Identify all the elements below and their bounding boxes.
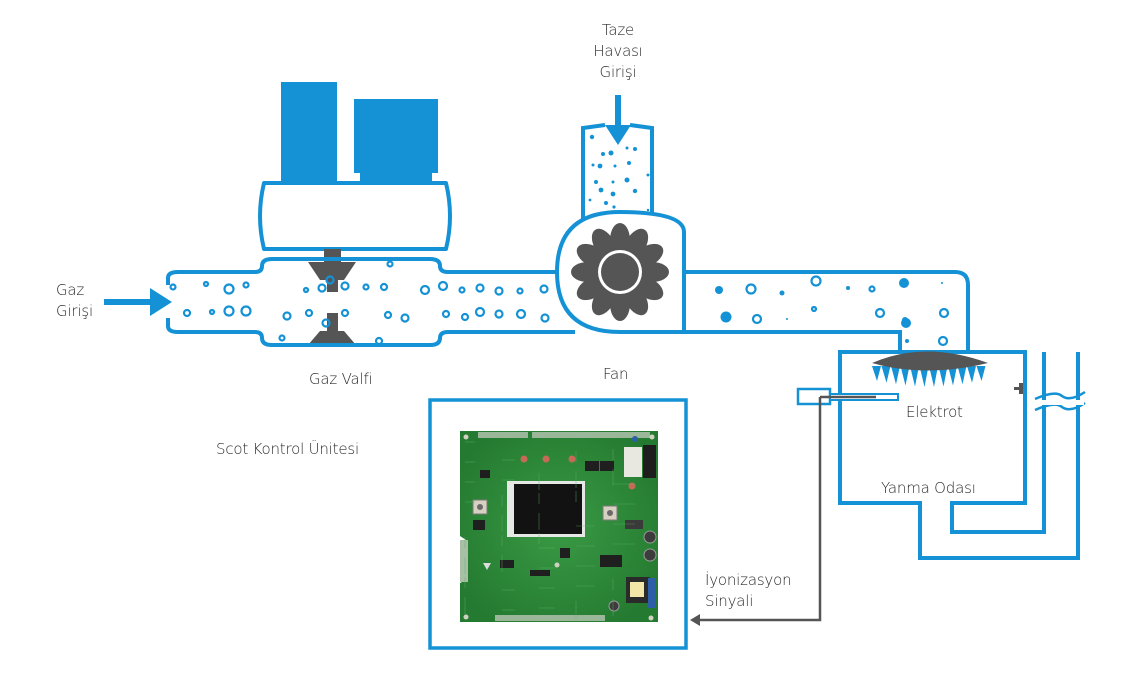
gas-inlet-label-line-2: Girişi [56, 302, 93, 320]
bubble [202, 280, 210, 288]
flue-break-icon [1034, 390, 1086, 412]
bubble [458, 286, 466, 294]
fan-impeller-icon [571, 223, 669, 321]
bubble [223, 305, 235, 317]
bubble [362, 283, 370, 291]
bubble [539, 284, 549, 294]
bubble [515, 308, 527, 320]
solenoid-valve-icon [258, 82, 452, 345]
fresh-air-inlet-label-line-2: Havası [593, 42, 643, 60]
electrode-label: Elektrot [906, 403, 963, 421]
mixture-bubbles [715, 275, 950, 347]
mixture-duct [684, 270, 970, 352]
bubble [302, 286, 310, 294]
combustion-chamber [838, 350, 1080, 560]
bubble [540, 313, 550, 323]
bubble [383, 310, 393, 320]
gas-bubbles [169, 260, 550, 346]
fresh-air-duct [581, 123, 654, 232]
bubble [400, 313, 410, 323]
bubble [441, 309, 451, 319]
bubble [282, 311, 292, 321]
bubble [340, 308, 350, 318]
bubble [494, 286, 504, 296]
gas-valve-label: Gaz Valfi [309, 370, 373, 388]
gas-pipe [166, 257, 575, 347]
fan-hub [601, 253, 639, 291]
bubble [278, 334, 286, 342]
fan-blade [623, 284, 649, 316]
bubble [242, 281, 250, 289]
fresh-air-arrow-icon [605, 95, 631, 145]
ionization-signal-label: İyonizasyon Sinyali [705, 570, 792, 612]
electrode-probe-icon [796, 387, 899, 406]
bubble [494, 309, 504, 319]
sensor-stub-icon [1014, 383, 1023, 394]
bubble [419, 284, 431, 296]
bubble [304, 308, 314, 318]
bubble [516, 287, 524, 295]
bubble [182, 308, 192, 318]
bubble [340, 281, 350, 291]
pcb-board-icon [460, 431, 658, 622]
bubble [437, 280, 449, 292]
bubble [208, 308, 216, 316]
ionization-signal-line [690, 397, 822, 626]
bubble [169, 283, 177, 291]
fresh-air-inlet-label: Taze Havası Girişi [582, 20, 654, 83]
bubble [460, 312, 470, 322]
fan-blade [591, 228, 617, 260]
fan-label: Fan [603, 365, 629, 383]
bubble [386, 260, 394, 268]
bubble [317, 283, 327, 293]
fan-blade [576, 275, 608, 301]
gas-inlet-label-line-1: Gaz [56, 281, 85, 299]
burner-flame-icon [872, 351, 988, 387]
bubble [379, 282, 389, 292]
gas-inlet-label: Gaz Girişi [56, 280, 93, 322]
ionization-signal-label-line-1: İyonizasyon [705, 571, 792, 589]
ionization-signal-label-line-2: Sinyali [705, 592, 754, 610]
bubble [374, 336, 384, 346]
bubble [223, 283, 235, 295]
bubble [475, 283, 485, 293]
bubble [240, 305, 252, 317]
bubble [325, 275, 335, 285]
combustion-chamber-label: Yanma Odası [881, 479, 976, 497]
bubble [474, 306, 486, 318]
fresh-air-inlet-label-line-3: Girişi [599, 63, 637, 81]
bubble [321, 318, 331, 328]
fan-blade [632, 243, 664, 269]
control-unit-label: Scot Kontrol Ünitesi [216, 440, 359, 458]
air-bubbles [588, 134, 650, 226]
gas-inlet-arrow-icon [104, 288, 172, 316]
fresh-air-inlet-label-line-1: Taze [601, 21, 635, 39]
